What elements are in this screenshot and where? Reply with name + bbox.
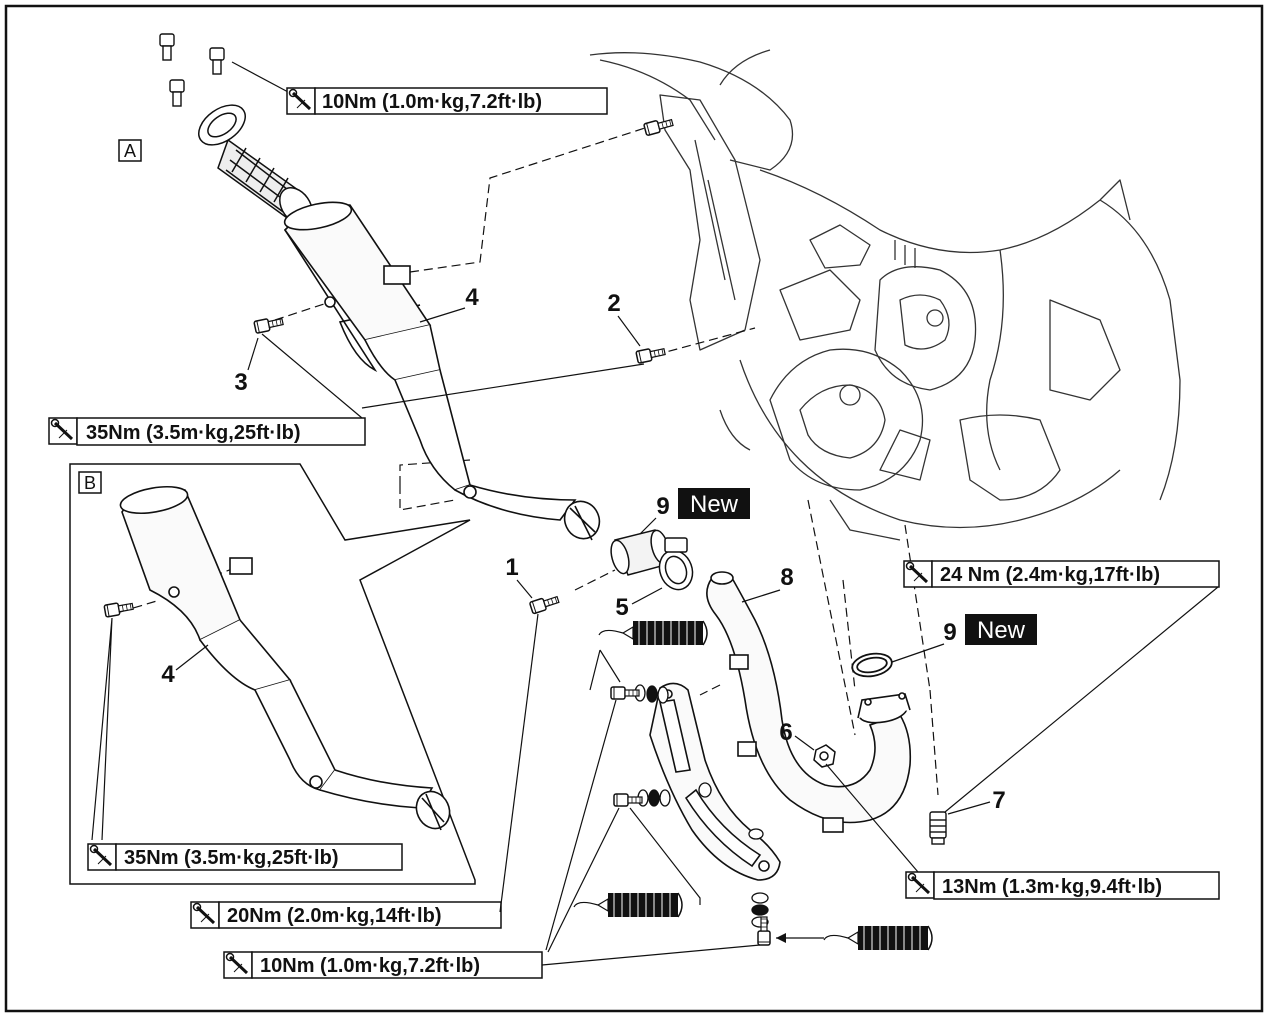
bolt-2: [635, 345, 667, 365]
svg-text:A: A: [124, 141, 136, 161]
stud-bolt-7: [929, 811, 947, 845]
exhaust-pipe: [706, 571, 912, 833]
exhaust-protector: [649, 682, 781, 881]
torque-wrench-icon: [189, 900, 221, 930]
torque-exhaust-nut: 13Nm (1.3m·kg,9.4ft·lb): [904, 870, 1220, 900]
new-badge-joint: New: [678, 488, 750, 519]
torque-muffler-bolts: 35Nm (3.5m·kg,25ft·lb): [47, 416, 366, 446]
callout-4-view-b: 4: [161, 661, 175, 688]
callout-8: 8: [780, 564, 793, 591]
svg-text:New: New: [690, 491, 739, 518]
callout-9-joint: 9: [656, 493, 669, 520]
protector-bolt-upper: [610, 686, 640, 700]
dashed-guides: [119, 127, 939, 796]
torque-wrench-icon: [222, 950, 254, 980]
apply-tube-icon: [823, 925, 933, 951]
callout-5: 5: [615, 594, 628, 621]
apply-tube-icon: [598, 620, 708, 646]
svg-text:35Nm (3.5m·kg,25ft·lb): 35Nm (3.5m·kg,25ft·lb): [86, 422, 301, 444]
callout-4: 4: [465, 284, 479, 311]
arrester-screws: [159, 33, 225, 107]
torque-protector-bolts: 10Nm (1.0m·kg,7.2ft·lb): [222, 950, 543, 980]
torque-wrench-icon: [904, 870, 936, 900]
spark-arrester: [198, 104, 313, 225]
exhaust-clamp: [658, 537, 694, 591]
torque-stud-bolt: 24 Nm (2.4m·kg,17ft·lb): [902, 559, 1220, 589]
muffler-body: [283, 201, 601, 541]
svg-text:10Nm (1.0m·kg,7.2ft·lb): 10Nm (1.0m·kg,7.2ft·lb): [322, 91, 542, 113]
bolt-view-b: [103, 599, 135, 618]
port-gasket: [851, 652, 893, 678]
svg-text:10Nm (1.0m·kg,7.2ft·lb): 10Nm (1.0m·kg,7.2ft·lb): [260, 955, 480, 977]
callout-7: 7: [992, 787, 1005, 814]
callout-3: 3: [234, 369, 247, 396]
torque-exhaust-pipe-bolt: 20Nm (2.0m·kg,14ft·lb): [189, 900, 502, 930]
callout-2: 2: [607, 290, 620, 317]
callout-1: 1: [505, 554, 518, 581]
svg-text:35Nm (3.5m·kg,25ft·lb): 35Nm (3.5m·kg,25ft·lb): [124, 847, 339, 869]
callout-9-port: 9: [943, 619, 956, 646]
callout-6: 6: [779, 719, 792, 746]
engine-frame-sketch: [589, 49, 1181, 541]
new-badge-port: New: [965, 614, 1037, 645]
exhaust-nut: [813, 744, 836, 768]
svg-text:20Nm (2.0m·kg,14ft·lb): 20Nm (2.0m·kg,14ft·lb): [227, 905, 442, 927]
bolt-frame: [642, 116, 675, 137]
torque-wrench-icon: [86, 842, 118, 872]
torque-wrench-icon: [47, 416, 79, 446]
svg-text:13Nm (1.3m·kg,9.4ft·lb): 13Nm (1.3m·kg,9.4ft·lb): [942, 876, 1162, 898]
protector-washers: [634, 684, 769, 928]
torque-view-b: 35Nm (3.5m·kg,25ft·lb): [86, 842, 403, 872]
torque-wrench-icon: [285, 86, 317, 116]
view-a-label: A: [118, 139, 142, 162]
svg-text:New: New: [977, 617, 1026, 644]
svg-text:B: B: [84, 473, 96, 493]
svg-text:24 Nm (2.4m·kg,17ft·lb): 24 Nm (2.4m·kg,17ft·lb): [940, 564, 1160, 586]
view-b-inset: B: [69, 463, 476, 885]
muffler-body-view-b: [119, 485, 451, 831]
torque-wrench-icon: [902, 559, 934, 589]
bolt-1: [528, 593, 561, 615]
apply-tube-icon: [573, 892, 683, 918]
page-frame: [4, 4, 1264, 1013]
torque-top-bolts: 10Nm (1.0m·kg,7.2ft·lb): [285, 86, 608, 116]
